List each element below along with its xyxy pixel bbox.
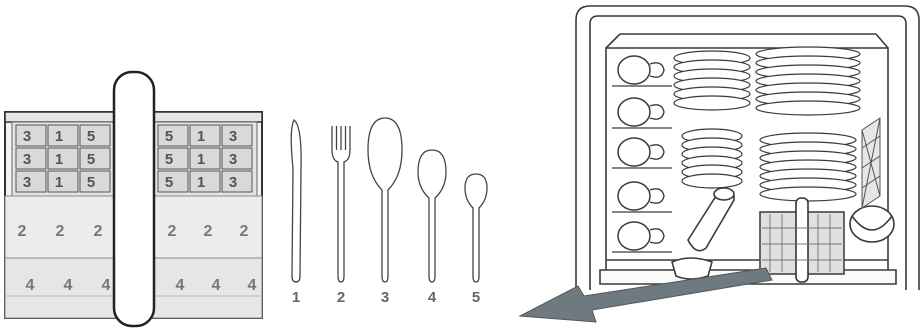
- slot-number: 1: [197, 151, 205, 168]
- tablespoon-icon: [368, 118, 402, 282]
- slot-number: 3: [23, 151, 31, 168]
- middle-row-number: 2: [56, 223, 65, 240]
- glass-icon: [688, 188, 734, 251]
- cup-icon: [618, 98, 650, 126]
- bowl-icon: [850, 206, 894, 242]
- bottom-row-number: 4: [26, 277, 35, 294]
- slot-number: 1: [55, 128, 63, 145]
- slot-number: 1: [197, 174, 205, 191]
- middle-row-number: 2: [240, 223, 249, 240]
- slot-number: 3: [23, 174, 31, 191]
- plate-icon: [674, 96, 750, 110]
- knife-icon: [291, 120, 301, 282]
- utensil-number: 5: [472, 289, 480, 306]
- utensil-number: 1: [292, 289, 300, 306]
- slot-number: 5: [87, 151, 95, 168]
- utensil-row: 1 2 3 4 5: [291, 118, 487, 306]
- bottom-row-number: 4: [102, 277, 111, 294]
- slot-number: 3: [229, 128, 237, 145]
- slot-number: 1: [55, 151, 63, 168]
- slot-number: 3: [23, 128, 31, 145]
- middle-row-number: 2: [94, 223, 103, 240]
- utensil-number: 4: [428, 289, 437, 306]
- bottom-row-number: 4: [248, 277, 257, 294]
- slot-number: 3: [229, 151, 237, 168]
- dishwasher-lower-rack: [576, 6, 919, 290]
- slot-number: 1: [55, 174, 63, 191]
- cup-icon: [618, 138, 650, 166]
- bottom-row-number: 4: [212, 277, 221, 294]
- basket-handle: [114, 72, 154, 326]
- slot-number: 5: [87, 174, 95, 191]
- utensil-number: 3: [381, 289, 389, 306]
- bottom-row-number: 4: [176, 277, 185, 294]
- cup-icon: [618, 56, 650, 84]
- cup-icon: [618, 222, 650, 250]
- middle-row-number: 2: [204, 223, 213, 240]
- plates-right: [756, 47, 860, 201]
- slot-number: 5: [165, 174, 173, 191]
- cups-left-column: [612, 56, 672, 252]
- plate-icon: [756, 101, 860, 115]
- plate-icon: [760, 187, 856, 201]
- fork-icon: [332, 126, 350, 282]
- cup-icon: [618, 182, 650, 210]
- middle-row-number: 2: [168, 223, 177, 240]
- rack-cutlery-basket: [760, 198, 844, 282]
- teaspoon-icon: [465, 174, 487, 282]
- rack-tines-right: [862, 118, 880, 208]
- plate-icon: [682, 174, 742, 188]
- middle-row-number: 2: [18, 223, 27, 240]
- slot-number: 5: [165, 151, 173, 168]
- plates-left: [674, 51, 750, 188]
- cutlery-basket: 3 1 5 5 1 3 3 1 5 5 1 3 3 1 5 5 1 3 2 2 2 2 2 2 4 4 4 4 4 4: [5, 72, 262, 326]
- utensil-number: 2: [337, 289, 345, 306]
- slot-number: 5: [165, 128, 173, 145]
- bottom-row-number: 4: [64, 277, 73, 294]
- slot-number: 1: [197, 128, 205, 145]
- dessert-spoon-icon: [418, 150, 446, 282]
- slot-number: 5: [87, 128, 95, 145]
- slot-number: 3: [229, 174, 237, 191]
